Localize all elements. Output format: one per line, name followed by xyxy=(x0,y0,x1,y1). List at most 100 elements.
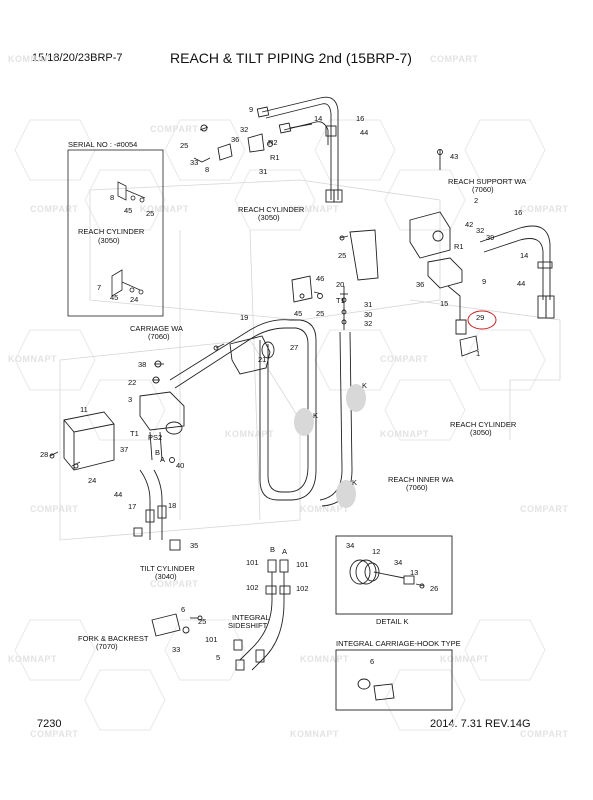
callout-label: K xyxy=(362,381,367,390)
callout-label: 16 xyxy=(514,208,522,217)
watermark-text: KOMNAPT xyxy=(290,204,339,214)
callout-label: 12 xyxy=(372,547,380,556)
callout-label: 7 xyxy=(97,283,101,292)
callout-label: 18 xyxy=(168,501,176,510)
callout-label: 34 xyxy=(346,541,354,550)
reach-inner-code: (7060) xyxy=(406,483,428,492)
watermark-text: COMPART xyxy=(30,729,78,739)
callout-label: 101 xyxy=(246,558,259,567)
watermark-text: KOMNAPT xyxy=(300,504,349,514)
tilt-cylinder-label: TILT CYLINDER xyxy=(140,564,195,573)
reach-support-code: (7060) xyxy=(472,185,494,194)
model-number: 15/18/20/23BRP-7 xyxy=(32,52,123,64)
watermark-text: COMPART xyxy=(380,354,428,364)
callout-label: 36 xyxy=(416,280,424,289)
callout-label: 19 xyxy=(240,313,248,322)
watermark-text: COMPART xyxy=(150,124,198,134)
callout-label: R1 xyxy=(270,153,280,162)
callout-label: 43 xyxy=(450,152,458,161)
watermark-text: KOMNAPT xyxy=(8,654,57,664)
callout-label: A xyxy=(160,455,165,464)
watermark-text: COMPART xyxy=(30,204,78,214)
callout-label: 101 xyxy=(296,560,309,569)
reach-cylinder-label: REACH CYLINDER xyxy=(450,420,517,429)
callout-label: 39 xyxy=(486,233,494,242)
callout-label: 44 xyxy=(517,279,525,288)
callout-label: 32 xyxy=(476,226,484,235)
callout-label: 32 xyxy=(240,125,248,134)
callout-label: 14 xyxy=(520,251,528,260)
callout-label: 25 xyxy=(338,251,346,260)
callout-label: 22 xyxy=(128,378,136,387)
detail-k-box xyxy=(335,535,453,615)
callout-label: T1 xyxy=(336,296,345,305)
callout-label: 31 xyxy=(364,300,372,309)
reach-support-valve xyxy=(339,149,555,357)
callout-label: 24 xyxy=(130,295,138,304)
callout-label: 16 xyxy=(356,114,364,123)
callout-label: 40 xyxy=(176,461,184,470)
watermark-text: KOMNAPT xyxy=(300,654,349,664)
watermark-text: KOMNAPT xyxy=(290,729,339,739)
callout-label: 46 xyxy=(316,274,324,283)
detail-k-markers xyxy=(294,384,366,508)
fork-backrest-label: FORK & BACKREST xyxy=(78,634,149,643)
watermark-layer: KOMNAPT COMPART COMPART COMPART KOMNAPT … xyxy=(8,54,568,739)
middle-bracket xyxy=(291,275,348,330)
callout-label: 9 xyxy=(249,105,253,114)
callout-label: 9 xyxy=(482,277,486,286)
hook-type-box xyxy=(335,649,453,711)
reach-cylinder-code: (3050) xyxy=(258,213,280,222)
callout-label: T1 xyxy=(130,429,139,438)
reach-cylinder-label: REACH CYLINDER xyxy=(238,205,305,214)
frame-outline xyxy=(59,179,561,541)
integral-sideshift-label: SIDESHIFT xyxy=(228,621,268,630)
callout-label: 30 xyxy=(364,310,372,319)
callout-label: 102 xyxy=(246,583,259,592)
callout-label: 3 xyxy=(128,395,132,404)
callout-label: 15 xyxy=(440,299,448,308)
callout-label: 20 xyxy=(336,280,344,289)
reach-cylinder-label: REACH CYLINDER xyxy=(78,227,145,236)
watermark-text: KOMNAPT xyxy=(140,204,189,214)
reach-cylinder-code: (3050) xyxy=(470,428,492,437)
callout-label: 17 xyxy=(128,502,136,511)
callout-label: 32 xyxy=(364,319,372,328)
callout-label: 28 xyxy=(40,450,48,459)
callout-label: 8 xyxy=(205,165,209,174)
integral-sideshift-label: INTEGRAL xyxy=(232,613,270,622)
callout-label: 21 xyxy=(258,355,266,364)
callout-label: 27 xyxy=(290,343,298,352)
tilt-cylinder-code: (3040) xyxy=(155,572,177,581)
callout-label: 13 xyxy=(410,568,418,577)
callout-label: 33 xyxy=(190,158,198,167)
page-title: REACH & TILT PIPING 2nd (15BRP-7) xyxy=(170,50,412,66)
callout-label: K xyxy=(313,411,318,420)
watermark-text: KOMNAPT xyxy=(8,54,57,64)
callout-label: 102 xyxy=(296,584,309,593)
callout-label: R2 xyxy=(268,138,278,147)
callout-label: 42 xyxy=(465,220,473,229)
carriage-label: CARRIAGE WA xyxy=(130,324,183,333)
watermark-text: KOMNAPT xyxy=(8,354,57,364)
watermark-text: COMPART xyxy=(520,729,568,739)
callout-label: 14 xyxy=(314,114,322,123)
callout-label: 44 xyxy=(360,128,368,137)
reach-inner-label: REACH INNER WA xyxy=(388,475,454,484)
carriage-code: (7060) xyxy=(148,332,170,341)
callout-label: 6 xyxy=(370,657,374,666)
callout-label: 5 xyxy=(216,653,220,662)
watermark-text: COMPART xyxy=(520,504,568,514)
control-valve-assembly xyxy=(49,360,185,551)
watermark-text: COMPART xyxy=(520,204,568,214)
callout-label: 38 xyxy=(138,360,146,369)
callout-label: 8 xyxy=(110,193,114,202)
reach-support-label: REACH SUPPORT WA xyxy=(448,177,526,186)
callout-label: 25 xyxy=(316,309,324,318)
callout-label: R1 xyxy=(454,242,464,251)
serial-number: SERIAL NO : -#0054 xyxy=(68,140,137,149)
reach-cylinder-code: (3050) xyxy=(98,236,120,245)
callout-label: 25 xyxy=(198,617,206,626)
page-number: 7230 xyxy=(37,718,62,730)
callout-label: A xyxy=(282,547,287,556)
